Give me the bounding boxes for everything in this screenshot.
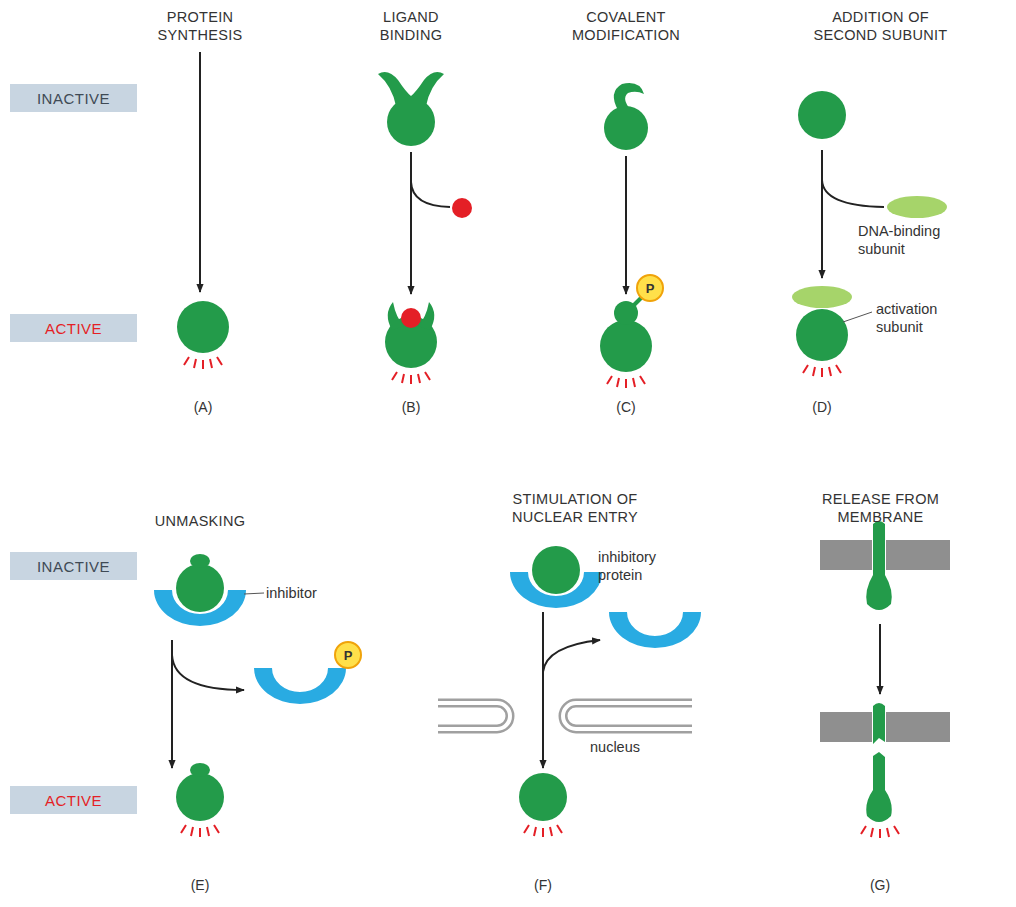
activation-arrow — [821, 150, 823, 278]
activity-rays — [861, 826, 899, 838]
protein-knob — [190, 554, 210, 568]
phosphate-circle: P — [636, 274, 664, 302]
active-protein — [519, 773, 567, 821]
bound-subunit — [792, 286, 852, 308]
state-band: ACTIVE — [10, 786, 137, 814]
callout-label: inhibitory protein — [598, 548, 698, 584]
panel-heading: STIMULATION OF NUCLEAR ENTRY — [500, 490, 650, 526]
node-text: P — [344, 648, 353, 663]
inactive-protein — [532, 546, 580, 594]
released-inhibitory-protein — [609, 612, 701, 648]
node-text: ACTIVE — [45, 792, 102, 809]
released-inhibitor — [254, 668, 346, 704]
panel-heading: COVALENT MODIFICATION — [561, 8, 691, 44]
active-protein — [176, 773, 224, 821]
state-band: ACTIVE — [10, 314, 137, 342]
panel-heading: ADDITION OF SECOND SUBUNIT — [808, 8, 953, 44]
membrane-stub — [873, 703, 885, 744]
panel-letter: (A) — [183, 398, 223, 416]
membrane — [820, 712, 872, 742]
inactive-protein — [176, 564, 224, 612]
active-protein — [177, 301, 229, 353]
panel-letter: (D) — [802, 398, 842, 416]
inhibitory-protein-shape — [510, 572, 602, 608]
state-band: INACTIVE — [10, 552, 137, 580]
activation-arrow — [879, 624, 881, 694]
nuclear-envelope-lumen — [563, 703, 692, 729]
callout-label: inhibitor — [266, 584, 346, 602]
callout-label: DNA-binding subunit — [858, 222, 953, 258]
nuclear-envelope-lumen — [438, 703, 510, 729]
state-band: INACTIVE — [10, 84, 137, 112]
membrane — [820, 540, 872, 570]
nuclear-envelope — [438, 703, 510, 729]
inhibitor-shape — [154, 590, 246, 626]
panel-letter: (E) — [180, 876, 220, 894]
membrane — [886, 712, 950, 742]
activation-arrow — [199, 52, 201, 292]
protein-arms — [378, 72, 444, 106]
inactive-protein — [798, 91, 846, 139]
dna-binding-subunit — [887, 196, 947, 218]
panel-heading: PROTEIN SYNTHESIS — [140, 8, 260, 44]
branch-line — [411, 182, 450, 207]
panel-heading: LIGAND BINDING — [361, 8, 461, 44]
ligand — [452, 198, 472, 218]
node-text: ACTIVE — [45, 320, 102, 337]
activity-rays — [184, 357, 222, 369]
protein-hook — [614, 83, 644, 110]
activity-rays — [181, 825, 219, 837]
activity-rays — [392, 372, 430, 384]
callout-label: activation subunit — [876, 300, 971, 336]
phosphate-circle: P — [334, 641, 362, 669]
activity-rays — [524, 825, 562, 837]
branch-line — [822, 180, 884, 207]
activity-rays — [607, 376, 645, 388]
callout-label: nucleus — [590, 738, 670, 756]
panel-letter: (C) — [606, 398, 646, 416]
protein-knob — [190, 763, 210, 777]
nuclear-envelope — [563, 703, 692, 729]
membrane-protein — [866, 521, 892, 610]
activation-arrow — [625, 156, 627, 294]
branch-arrow — [172, 655, 244, 690]
membrane — [886, 540, 950, 570]
leader-line — [244, 593, 264, 594]
panel-letter: (F) — [523, 876, 563, 894]
bound-ligand — [401, 308, 421, 328]
released-protein — [866, 752, 892, 822]
node-text: INACTIVE — [37, 90, 110, 107]
panel-letter: (B) — [391, 398, 431, 416]
panel-heading: UNMASKING — [130, 512, 270, 530]
leader-line — [843, 312, 872, 322]
panel-heading: RELEASE FROM MEMBRANE — [818, 490, 943, 526]
activation-arrow — [542, 612, 544, 768]
panel-letter: (G) — [860, 876, 900, 894]
activation-arrow — [410, 152, 412, 294]
activity-rays — [803, 365, 841, 377]
active-protein — [796, 309, 848, 361]
active-protein — [600, 320, 652, 372]
inactive-protein — [604, 106, 648, 150]
node-text: P — [646, 281, 655, 296]
node-text: INACTIVE — [37, 558, 110, 575]
branch-arrow — [543, 640, 600, 672]
